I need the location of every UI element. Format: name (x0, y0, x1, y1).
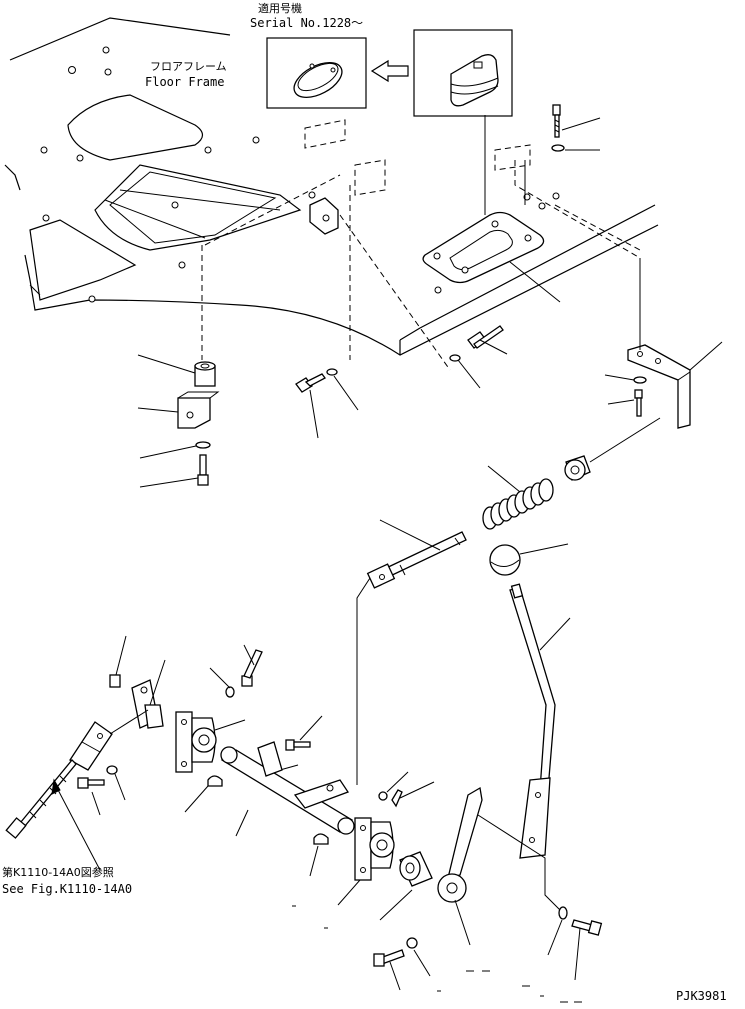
washer-right (633, 376, 647, 384)
nut-center (449, 354, 481, 389)
see-fig-label-jp: 第K1110-14A0図参照 (2, 865, 114, 879)
arrow-left-icon (370, 59, 409, 83)
serial-label-jp: 適用号機 (258, 1, 302, 15)
bolt-linkage-top (109, 635, 127, 688)
washer-linkage (106, 765, 118, 775)
key-lower (309, 833, 329, 877)
washer-mid (326, 368, 338, 376)
see-fig-arrow-icon (51, 778, 101, 871)
shaft-lever-plate (257, 741, 349, 809)
washer-left (195, 441, 211, 449)
clevis (69, 709, 149, 771)
bolt-ul (241, 644, 263, 687)
lever (509, 583, 571, 859)
bolt-bottom-center (373, 949, 405, 991)
spring (482, 465, 554, 530)
bolt-left (139, 454, 209, 488)
floor-frame-label-en: Floor Frame (145, 75, 224, 89)
bolt-top-right (552, 104, 561, 138)
right-bracket (627, 258, 723, 429)
bearing-block-right (337, 817, 395, 906)
new-cover-inset (266, 37, 367, 109)
pin (391, 789, 403, 808)
lever-arm (437, 786, 561, 946)
link-rod (5, 759, 77, 839)
bolt-right (607, 389, 643, 417)
bolt-center (467, 325, 508, 355)
bushing (379, 851, 433, 921)
see-fig-label-en: See Fig.K1110-14A0 (2, 882, 132, 896)
floor-plate-cover (422, 211, 545, 284)
rod (356, 519, 467, 785)
knob (489, 543, 569, 576)
key-upper (184, 775, 223, 813)
lower-bracket (137, 391, 220, 429)
serial-label-en: Serial No.1228～ (250, 16, 363, 30)
floor-frame (4, 17, 659, 356)
washer-bottom-center (406, 937, 418, 949)
washer-top-right (551, 144, 565, 152)
collar (564, 455, 591, 481)
washer-ul (225, 686, 235, 698)
drawing-code: PJK3981 (676, 989, 727, 1003)
bolt-linkage-mid (77, 777, 105, 816)
bolt-mid (295, 373, 326, 439)
bolt-shaft (285, 715, 323, 751)
bearing-block-left (175, 711, 246, 773)
linkage-bracket (131, 659, 166, 729)
bolt-bottom-right (571, 919, 603, 981)
floor-frame-label-jp: フロアフレーム (150, 60, 227, 73)
pivot-bracket (309, 197, 339, 235)
spacer (137, 354, 216, 387)
snap-ring (378, 791, 388, 801)
shaft (220, 746, 355, 837)
washer-bottom-right (558, 906, 568, 920)
old-cover-inset (413, 29, 513, 117)
